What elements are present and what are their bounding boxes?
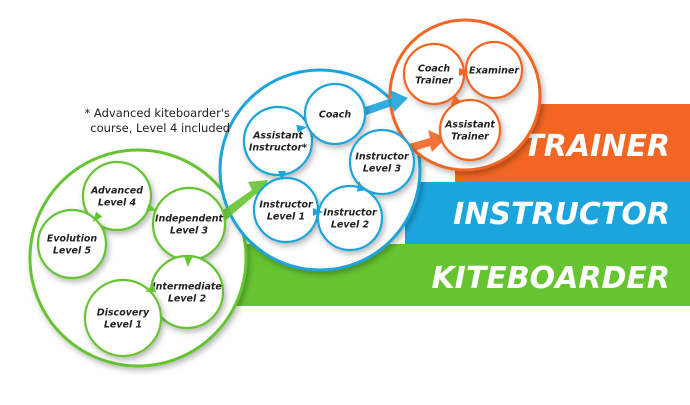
band-label-instructor: INSTRUCTOR	[453, 197, 670, 232]
band-instructor	[405, 182, 690, 244]
node-label-intermediate-2: Level 2	[168, 294, 207, 305]
node-label-coach-trainer-2: Trainer	[415, 76, 454, 87]
footnote-line-2: course, Level 4 included	[90, 121, 230, 135]
node-label-independent-2: Level 3	[170, 226, 209, 237]
node-label-coach-trainer-1: Coach	[418, 64, 451, 75]
node-label-instructor-l1-2: Level 1	[267, 212, 305, 223]
footnote: * Advanced kiteboarder's course, Level 4…	[20, 106, 230, 136]
node-label-instructor-l2-1: Instructor	[323, 208, 378, 219]
node-label-assistant-trainer-1: Assistant	[444, 120, 495, 131]
arrowhead-icon	[356, 181, 365, 192]
band-label-kiteboarder: KITEBOARDER	[431, 261, 670, 296]
arrowhead-icon	[459, 68, 469, 76]
arrowhead-icon	[296, 124, 307, 133]
node-label-instructor-l2-2: Level 2	[331, 220, 370, 231]
node-label-evolution-2: Level 5	[53, 246, 92, 257]
footnote-line-1: * Advanced kiteboarder's	[84, 106, 230, 120]
node-label-discovery-2: Level 1	[104, 320, 142, 331]
arrowhead-icon	[184, 256, 193, 267]
node-label-evolution-1: Evolution	[47, 234, 98, 245]
node-label-assistant-instructor-1: Assistant	[252, 131, 303, 142]
node-label-examiner-1: Examiner	[469, 66, 520, 77]
node-label-advanced-1: Advanced	[90, 186, 143, 197]
connector-arrow-instructor	[356, 90, 408, 118]
arrowhead-icon	[278, 171, 286, 181]
node-label-discovery-1: Discovery	[97, 308, 150, 319]
node-label-independent-1: Independent	[155, 214, 224, 225]
arrowhead-icon	[92, 211, 103, 222]
node-label-instructor-l3-2: Level 3	[363, 164, 402, 175]
arrowhead-icon	[145, 203, 157, 212]
node-label-advanced-2: Level 4	[98, 198, 137, 209]
band-label-trainer: TRAINER	[523, 129, 670, 164]
arrowhead-icon	[145, 284, 157, 293]
arrowhead-icon	[313, 208, 323, 216]
node-label-instructor-l1-1: Instructor	[259, 200, 314, 211]
node-label-intermediate-1: Intermediate	[152, 282, 222, 293]
node-label-coach-1: Coach	[319, 110, 352, 121]
connector-arrow-kiteboarder	[220, 180, 268, 220]
node-coach: Coach	[303, 82, 367, 146]
node-label-assistant-trainer-2: Trainer	[451, 132, 490, 143]
arrowhead-icon	[450, 95, 461, 106]
node-label-assistant-instructor-2: Instructor*	[249, 143, 307, 154]
node-label-instructor-l3-1: Instructor	[355, 152, 410, 163]
node-examiner: Examiner	[464, 40, 524, 100]
